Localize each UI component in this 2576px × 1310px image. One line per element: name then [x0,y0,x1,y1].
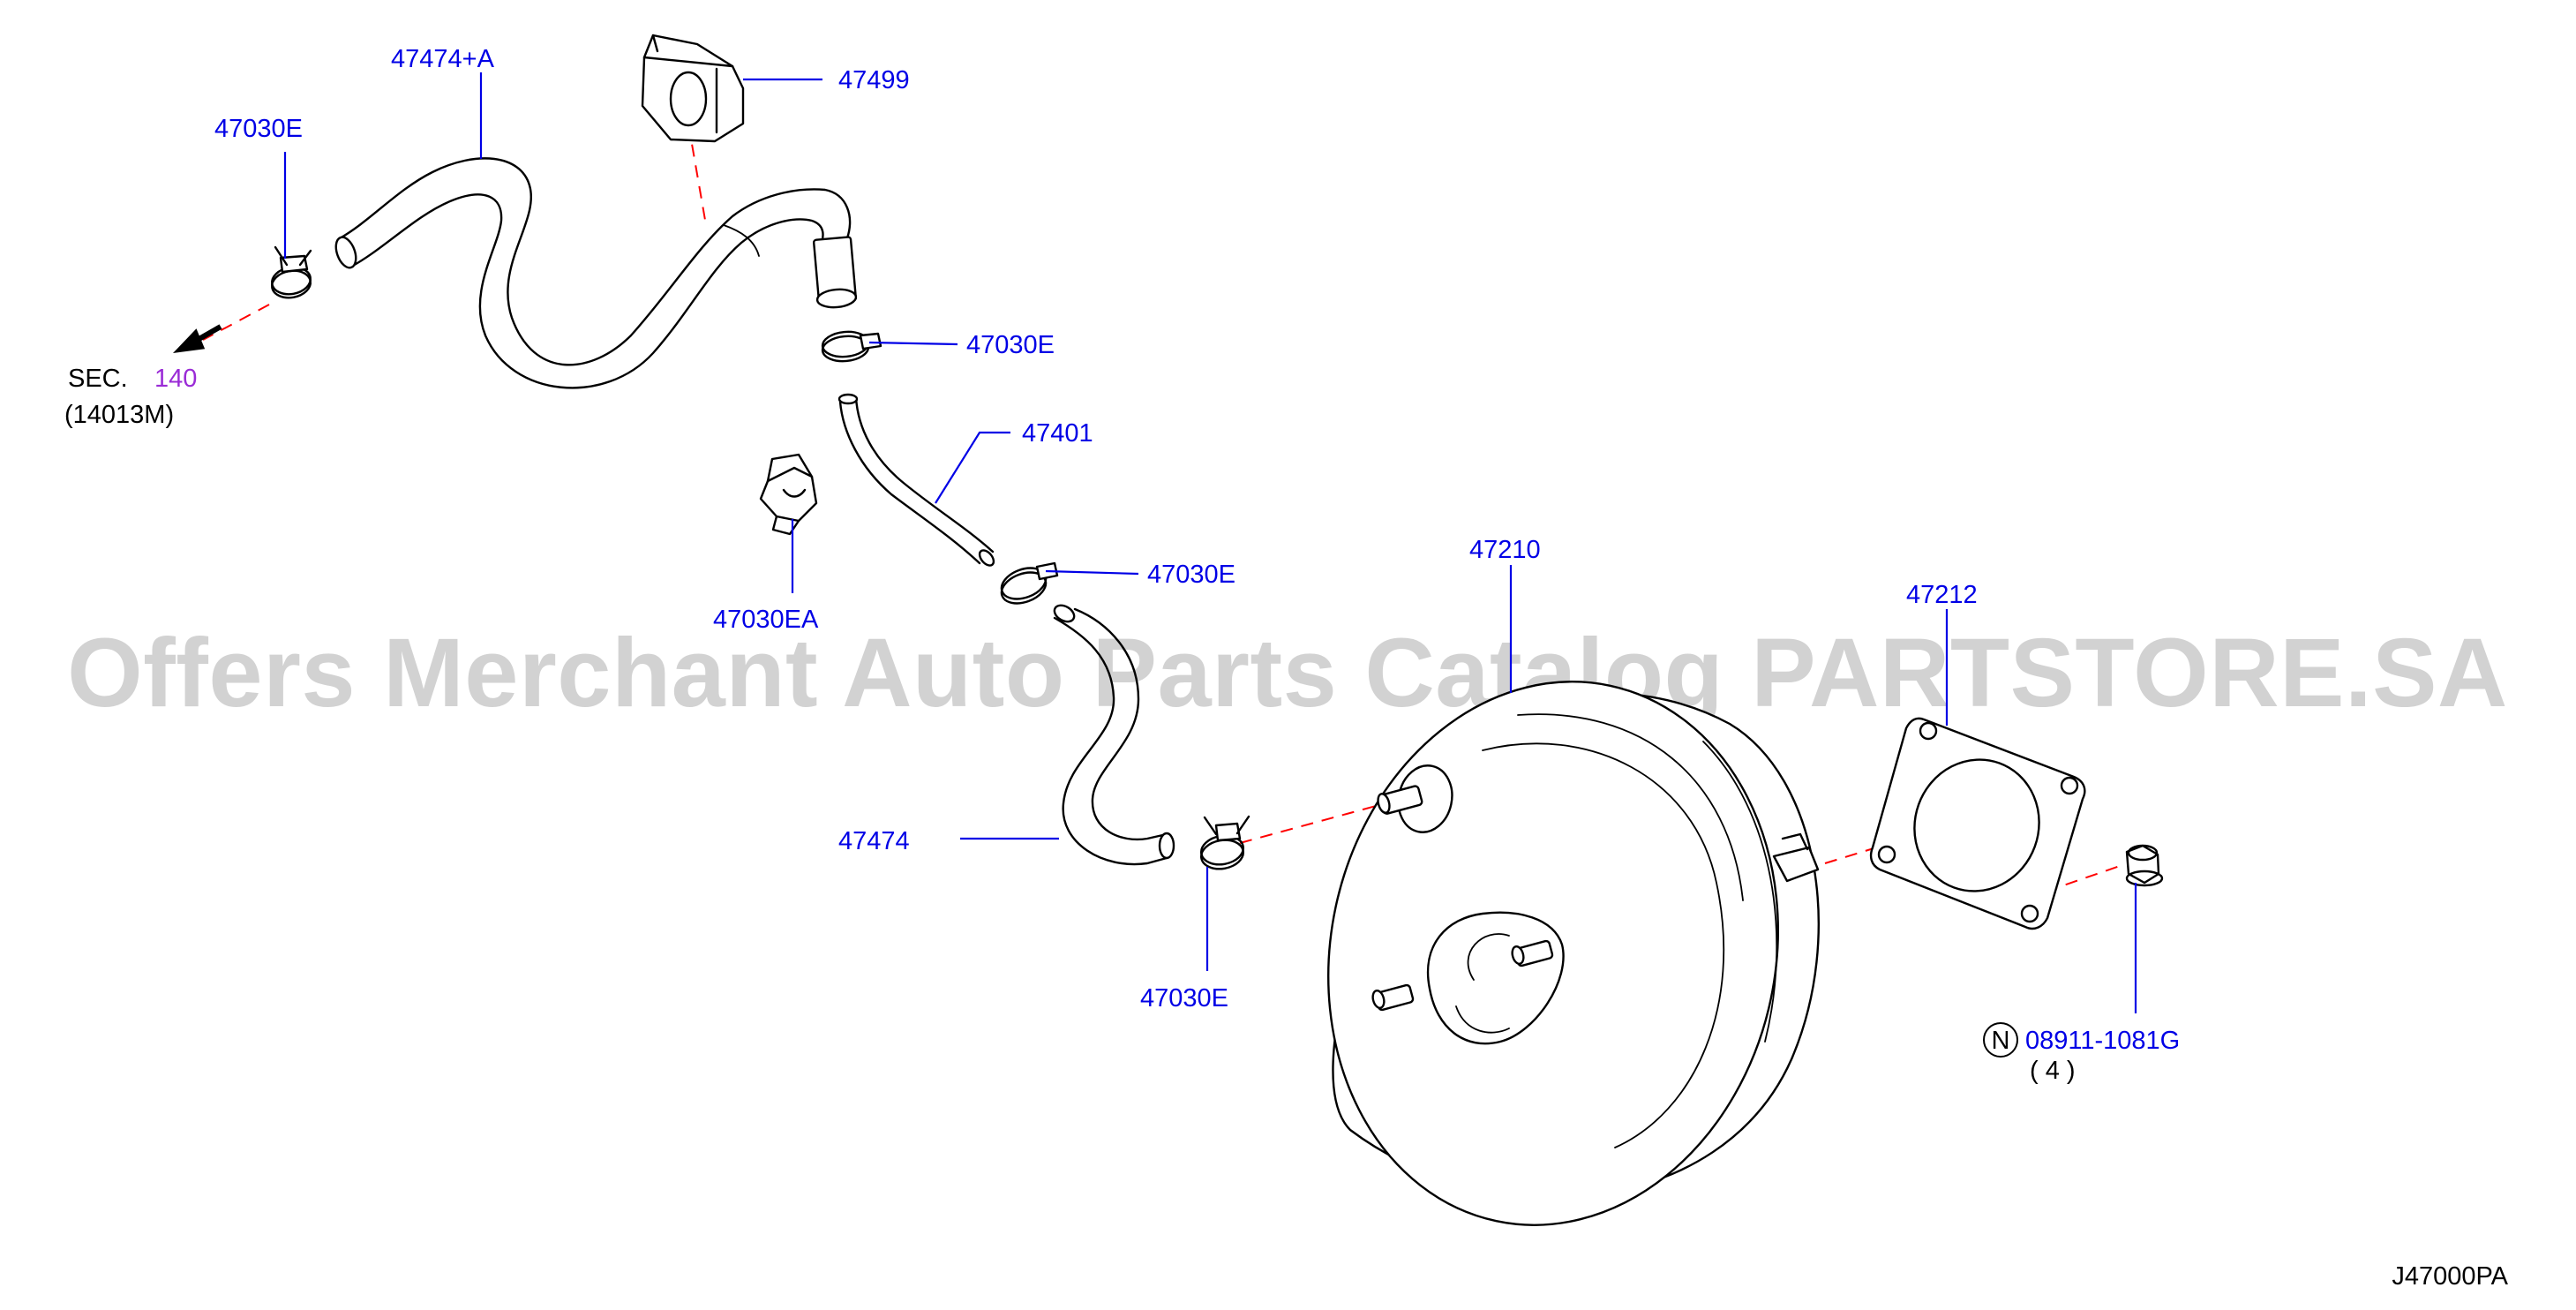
flange-nut-08911-1081G [2125,844,2164,887]
hose-clamp-left [270,245,312,299]
nut-badge: N [1992,1027,2010,1055]
nut-quantity: ( 4 ) [2030,1057,2076,1085]
label-clamp-left[interactable]: 47030E [214,115,303,143]
nut-badge-circle [1983,1022,2018,1058]
booster-gasket-47212 [1869,717,2086,930]
watermark: Offers Merchant Auto Parts Catalog PARTS… [67,619,2508,727]
label-booster[interactable]: 47210 [1469,536,1541,564]
label-clip[interactable]: 47030EA [713,606,819,634]
brake-booster-47210 [1327,681,1820,1226]
nut-label-group[interactable]: N 08911-1081G ( 4 ) [1983,1022,2180,1085]
label-clamp-tube[interactable]: 47030E [1147,561,1235,589]
label-nut[interactable]: 08911-1081G [2025,1027,2180,1055]
leader-lines [283,72,2137,1013]
label-clamp-lower[interactable]: 47030E [1140,984,1228,1013]
vacuum-tube-47401 [837,393,995,567]
label-bracket[interactable]: 47499 [838,66,910,94]
lower-vacuum-hose [1053,604,1175,866]
section-subcode: (14013M) [64,401,174,429]
label-hose-lower[interactable]: 47474 [838,827,910,855]
hose-clamp-tube [1000,561,1059,605]
hose-clamp-lower [1200,815,1250,870]
section-arrow-icon [172,324,222,354]
section-reference[interactable]: SEC. 140 (14013M) [64,365,197,429]
label-hose-upper[interactable]: 47474+A [391,45,495,73]
assembly-guide-lines [202,123,2123,892]
section-prefix: SEC. [68,365,128,393]
label-gasket[interactable]: 47212 [1906,581,1978,609]
hose-clamp-mid [821,330,882,363]
upper-vacuum-hose [334,157,858,389]
hose-bracket-47499 [641,34,745,143]
hose-clip-47030EA [759,453,818,536]
section-number[interactable]: 140 [154,365,197,393]
label-clamp-mid[interactable]: 47030E [966,331,1055,359]
label-tube[interactable]: 47401 [1022,419,1093,448]
diagram-id: J47000PA [2392,1262,2508,1291]
